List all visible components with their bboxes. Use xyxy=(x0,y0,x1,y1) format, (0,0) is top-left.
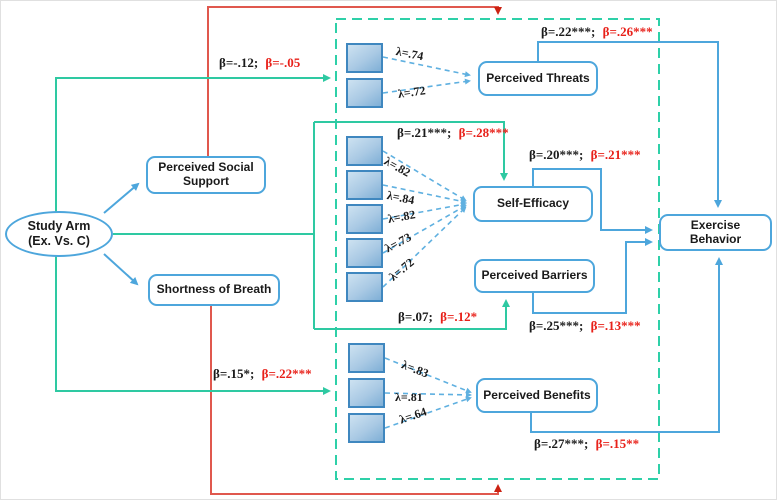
node-perceived-social-support: Perceived Social Support xyxy=(146,156,266,194)
coef-arm-benefits: β=.15*; β=.22*** xyxy=(213,366,312,382)
coef-arm-threats-red: β=-.05 xyxy=(265,55,301,70)
coef-barriers-exercise-black: β=.25***; xyxy=(529,318,584,333)
red-moderation-paths xyxy=(207,6,502,495)
indicator-square-benefits-2 xyxy=(348,378,385,408)
coef-benefits-exercise-red: β=.15** xyxy=(595,436,640,451)
coef-threats-exercise-black: β=.22***; xyxy=(541,24,596,39)
indicator-square-selfefficacy-1 xyxy=(346,136,383,166)
coef-barriers-exercise: β=.25***; β=.13*** xyxy=(529,318,641,334)
coef-arm-selfefficacy-black: β=.21***; xyxy=(397,125,452,140)
teal-study-arm-paths xyxy=(55,74,510,395)
coef-arm-benefits-red: β=.22*** xyxy=(261,366,312,381)
indicator-square-benefits-1 xyxy=(348,343,385,373)
study-arm-label-line2: (Ex. Vs. C) xyxy=(28,234,90,248)
coef-selfefficacy-exercise-black: β=.20***; xyxy=(529,147,584,162)
coef-arm-barriers-black: β=.07; xyxy=(398,309,433,324)
node-shortness-of-breath: Shortness of Breath xyxy=(148,274,280,306)
node-perceived-benefits: Perceived Benefits xyxy=(476,378,598,413)
blue-structural-paths xyxy=(103,41,723,433)
indicator-square-selfefficacy-3 xyxy=(346,204,383,234)
coef-arm-selfefficacy-red: β=.28*** xyxy=(458,125,509,140)
coef-threats-exercise: β=.22***; β=.26*** xyxy=(541,24,653,40)
indicator-square-selfefficacy-5 xyxy=(346,272,383,302)
node-exercise-behavior: Exercise Behavior xyxy=(659,214,772,251)
indicator-square-selfefficacy-2 xyxy=(346,170,383,200)
coef-benefits-exercise: β=.27***; β=.15** xyxy=(534,436,639,452)
coef-selfefficacy-exercise: β=.20***; β=.21*** xyxy=(529,147,641,163)
node-perceived-threats: Perceived Threats xyxy=(478,61,598,96)
coef-arm-barriers: β=.07; β=.12* xyxy=(398,309,477,325)
coef-benefits-exercise-black: β=.27***; xyxy=(534,436,589,451)
loading-benefits-2: λ=.81 xyxy=(395,390,423,404)
node-perceived-barriers: Perceived Barriers xyxy=(474,259,595,293)
indicator-square-benefits-3 xyxy=(348,413,385,443)
coef-arm-barriers-red: β=.12* xyxy=(440,309,478,324)
coef-arm-selfefficacy: β=.21***; β=.28*** xyxy=(397,125,509,141)
indicator-square-selfefficacy-4 xyxy=(346,238,383,268)
indicator-square-threats-2 xyxy=(346,78,383,108)
coef-threats-exercise-red: β=.26*** xyxy=(602,24,653,39)
coef-barriers-exercise-red: β=.13*** xyxy=(590,318,641,333)
node-study-arm: Study Arm (Ex. Vs. C) xyxy=(5,211,113,257)
indicator-square-threats-1 xyxy=(346,43,383,73)
node-self-efficacy: Self-Efficacy xyxy=(473,186,593,222)
loading-dashed-lines xyxy=(382,56,472,429)
coef-arm-threats-black: β=-.12; xyxy=(219,55,259,70)
study-arm-label-line1: Study Arm xyxy=(27,219,91,233)
coef-arm-threats: β=-.12; β=-.05 xyxy=(219,55,300,71)
coef-selfefficacy-exercise-red: β=.21*** xyxy=(590,147,641,162)
measurement-model-dashed-box xyxy=(335,18,660,480)
coef-arm-benefits-black: β=.15*; xyxy=(213,366,255,381)
